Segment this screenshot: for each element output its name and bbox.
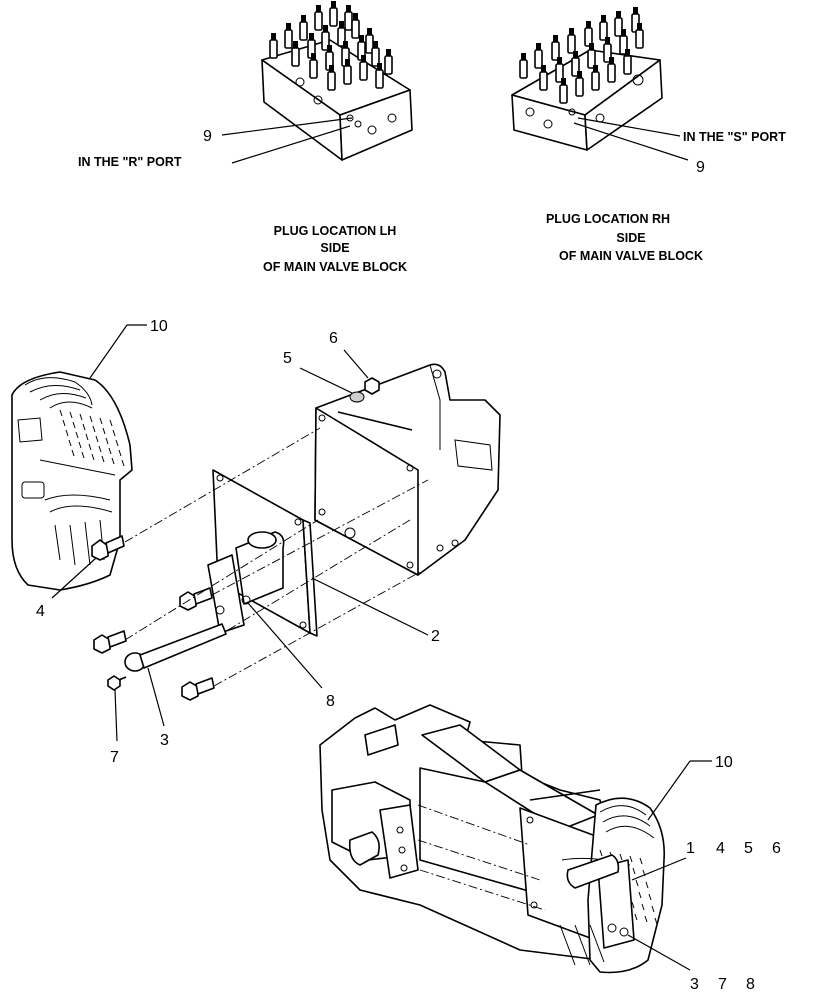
svg-text:SIDE: SIDE xyxy=(616,231,645,245)
note-r-port: IN THE "R" PORT xyxy=(78,125,351,169)
valve-block-rh xyxy=(511,7,663,151)
clip-7 xyxy=(107,675,127,691)
svg-text:IN THE "R" PORT: IN THE "R" PORT xyxy=(78,155,182,169)
svg-text:IN THE "S" PORT: IN THE "S" PORT xyxy=(683,130,786,144)
mount-bracket xyxy=(314,363,501,576)
bolt-middle xyxy=(93,630,127,654)
svg-text:SIDE: SIDE xyxy=(320,241,349,255)
svg-text:9: 9 xyxy=(203,128,212,145)
note-plug-location-rh: PLUG LOCATION RH SIDE OF MAIN VALVE BLOC… xyxy=(546,212,703,263)
washer-5 xyxy=(349,391,365,403)
callout-9-left: 9 xyxy=(203,117,353,145)
callout-7: 7 xyxy=(110,689,119,766)
svg-text:PLUG LOCATION RH: PLUG LOCATION RH xyxy=(546,212,670,226)
svg-text:1: 1 xyxy=(686,840,695,857)
svg-text:OF MAIN VALVE BLOCK: OF MAIN VALVE BLOCK xyxy=(559,249,703,263)
valve-block-lh xyxy=(261,1,413,161)
svg-text:7: 7 xyxy=(110,749,119,766)
svg-text:6: 6 xyxy=(329,330,338,347)
svg-text:5: 5 xyxy=(744,840,753,857)
callout-6: 6 xyxy=(329,330,369,379)
hitch-pin-3 xyxy=(124,623,227,672)
svg-text:2: 2 xyxy=(431,628,440,645)
counterweight-left xyxy=(11,371,133,591)
svg-text:3: 3 xyxy=(160,732,169,749)
svg-text:4: 4 xyxy=(716,840,725,857)
svg-text:10: 10 xyxy=(150,318,168,335)
bolt-lower xyxy=(181,677,215,701)
callout-2: 2 xyxy=(311,577,440,645)
callout-5: 5 xyxy=(283,350,353,394)
pin-bracket xyxy=(207,531,285,634)
bolt-upper xyxy=(179,587,213,611)
svg-text:7: 7 xyxy=(718,976,727,993)
svg-text:6: 6 xyxy=(772,840,781,857)
svg-text:5: 5 xyxy=(283,350,292,367)
svg-text:4: 4 xyxy=(36,603,45,620)
callout-3: 3 xyxy=(147,667,169,749)
callout-10-bottom: 10 xyxy=(647,754,733,821)
bolt-4 xyxy=(91,535,125,561)
svg-text:9: 9 xyxy=(696,159,705,176)
callout-4: 4 xyxy=(36,557,97,620)
callout-8: 8 xyxy=(247,602,335,710)
callout-group-3-7-8: 3 7 8 xyxy=(627,934,755,993)
callout-group-1-4-5-6: 1 4 5 6 xyxy=(631,840,781,881)
svg-text:10: 10 xyxy=(715,754,733,771)
svg-text:PLUG LOCATION LH: PLUG LOCATION LH xyxy=(274,224,397,238)
svg-text:8: 8 xyxy=(326,693,335,710)
nut-6 xyxy=(364,377,380,395)
svg-text:8: 8 xyxy=(746,976,755,993)
alignment-lines xyxy=(124,427,429,687)
callout-9-right: 9 xyxy=(573,122,705,176)
callout-10-top: 10 xyxy=(89,318,168,379)
note-s-port: IN THE "S" PORT xyxy=(577,117,786,144)
svg-text:OF MAIN VALVE BLOCK: OF MAIN VALVE BLOCK xyxy=(263,260,407,274)
assembled-frame xyxy=(319,704,629,961)
pin-bracket-assembled xyxy=(566,854,635,949)
note-plug-location-lh: PLUG LOCATION LH SIDE OF MAIN VALVE BLOC… xyxy=(263,224,407,274)
svg-text:3: 3 xyxy=(690,976,699,993)
